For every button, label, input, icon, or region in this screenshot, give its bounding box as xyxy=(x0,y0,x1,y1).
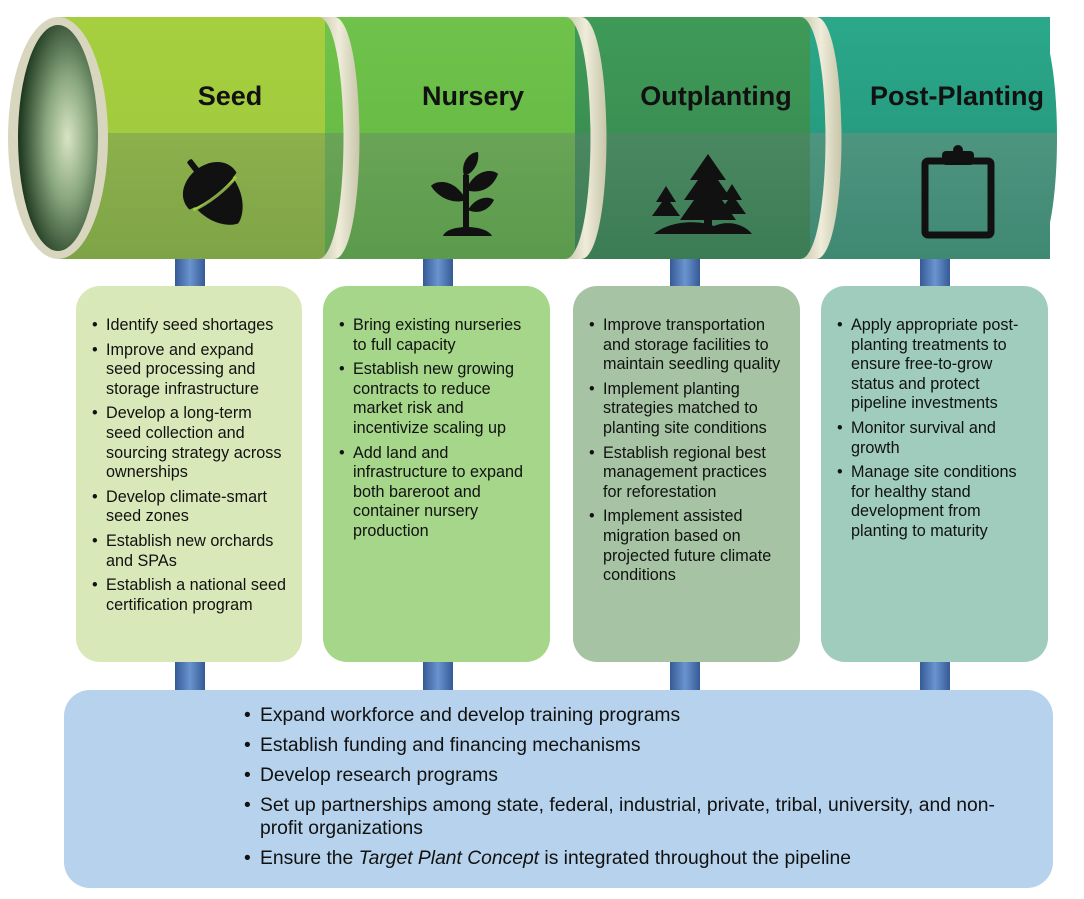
pipe-opening xyxy=(18,25,98,251)
list-item: Implement assisted migration based on pr… xyxy=(587,507,788,585)
pipe-segment-nursery xyxy=(325,17,580,259)
stage-title-nursery: Nursery xyxy=(421,81,525,111)
clipboard-icon xyxy=(921,145,995,239)
cross-cutting-box: Expand workforce and develop training pr… xyxy=(64,690,1053,888)
connector-rod xyxy=(670,259,700,287)
nursery-actions-list: Bring existing nurseries to full capacit… xyxy=(337,316,538,542)
list-item: Establish regional best management pract… xyxy=(587,444,788,503)
seedling-icon xyxy=(431,152,498,236)
outplanting-actions-list: Improve transportation and storage facil… xyxy=(587,316,788,586)
pipe-ring xyxy=(318,17,360,259)
cross-cutting-list: Expand workforce and develop training pr… xyxy=(244,704,1013,870)
stage-title-outplanting: Outplanting xyxy=(640,81,792,111)
list-item: Apply appropriate post-planting treatmen… xyxy=(835,316,1036,414)
list-item: Bring existing nurseries to full capacit… xyxy=(337,316,538,355)
stage-box-post-planting: Apply appropriate post-planting treatmen… xyxy=(821,286,1048,662)
list-item-text: Ensure the xyxy=(260,848,359,869)
list-item: Identify seed shortages xyxy=(90,316,290,336)
pipe-ring xyxy=(800,17,842,259)
list-item: Manage site conditions for healthy stand… xyxy=(835,463,1036,541)
list-item: Establish a national seed certification … xyxy=(90,576,290,615)
seed-actions-list: Identify seed shortages Improve and expa… xyxy=(90,316,290,615)
list-item: Implement planting strategies matched to… xyxy=(587,380,788,439)
list-item: Improve and expand seed processing and s… xyxy=(90,341,290,400)
acorn-icon xyxy=(182,159,243,225)
list-item: Develop a long-term seed collection and … xyxy=(90,404,290,482)
pipe-segment-post-planting xyxy=(810,17,1050,259)
stage-title-seed: Seed xyxy=(197,81,263,111)
list-item: Establish new growing contracts to reduc… xyxy=(337,360,538,438)
list-item: Develop research programs xyxy=(244,764,1013,787)
connector-rod xyxy=(175,259,205,287)
connector-rod xyxy=(920,662,950,692)
pipe-end-cap xyxy=(1030,17,1057,259)
list-item: Set up partnerships among state, federal… xyxy=(244,794,1013,840)
connector-rod xyxy=(423,662,453,692)
list-item: Establish new orchards and SPAs xyxy=(90,532,290,571)
list-item: Improve transportation and storage facil… xyxy=(587,316,788,375)
pipeline-graphic xyxy=(8,17,1057,259)
list-item: Monitor survival and growth xyxy=(835,419,1036,458)
list-item: Establish funding and financing mechanis… xyxy=(244,734,1013,757)
target-plant-concept-term: Target Plant Concept xyxy=(358,848,540,869)
stage-box-nursery: Bring existing nurseries to full capacit… xyxy=(323,286,550,662)
list-item-text: is integrated throughout the pipeline xyxy=(539,848,851,869)
connector-rod xyxy=(920,259,950,287)
post-planting-actions-list: Apply appropriate post-planting treatmen… xyxy=(835,316,1036,542)
stage-title-post-planting: Post-Planting xyxy=(870,81,1044,111)
list-item: Develop climate-smart seed zones xyxy=(90,488,290,527)
pipe-ring xyxy=(565,17,607,259)
connector-rod xyxy=(423,259,453,287)
trees-icon xyxy=(652,154,752,234)
connector-rod xyxy=(670,662,700,692)
list-item: Ensure the Target Plant Concept is integ… xyxy=(244,847,1013,870)
stage-box-seed: Identify seed shortages Improve and expa… xyxy=(76,286,302,662)
list-item: Add land and infrastructure to expand bo… xyxy=(337,444,538,542)
stage-box-outplanting: Improve transportation and storage facil… xyxy=(573,286,800,662)
connector-rod xyxy=(175,662,205,692)
list-item: Expand workforce and develop training pr… xyxy=(244,704,1013,727)
